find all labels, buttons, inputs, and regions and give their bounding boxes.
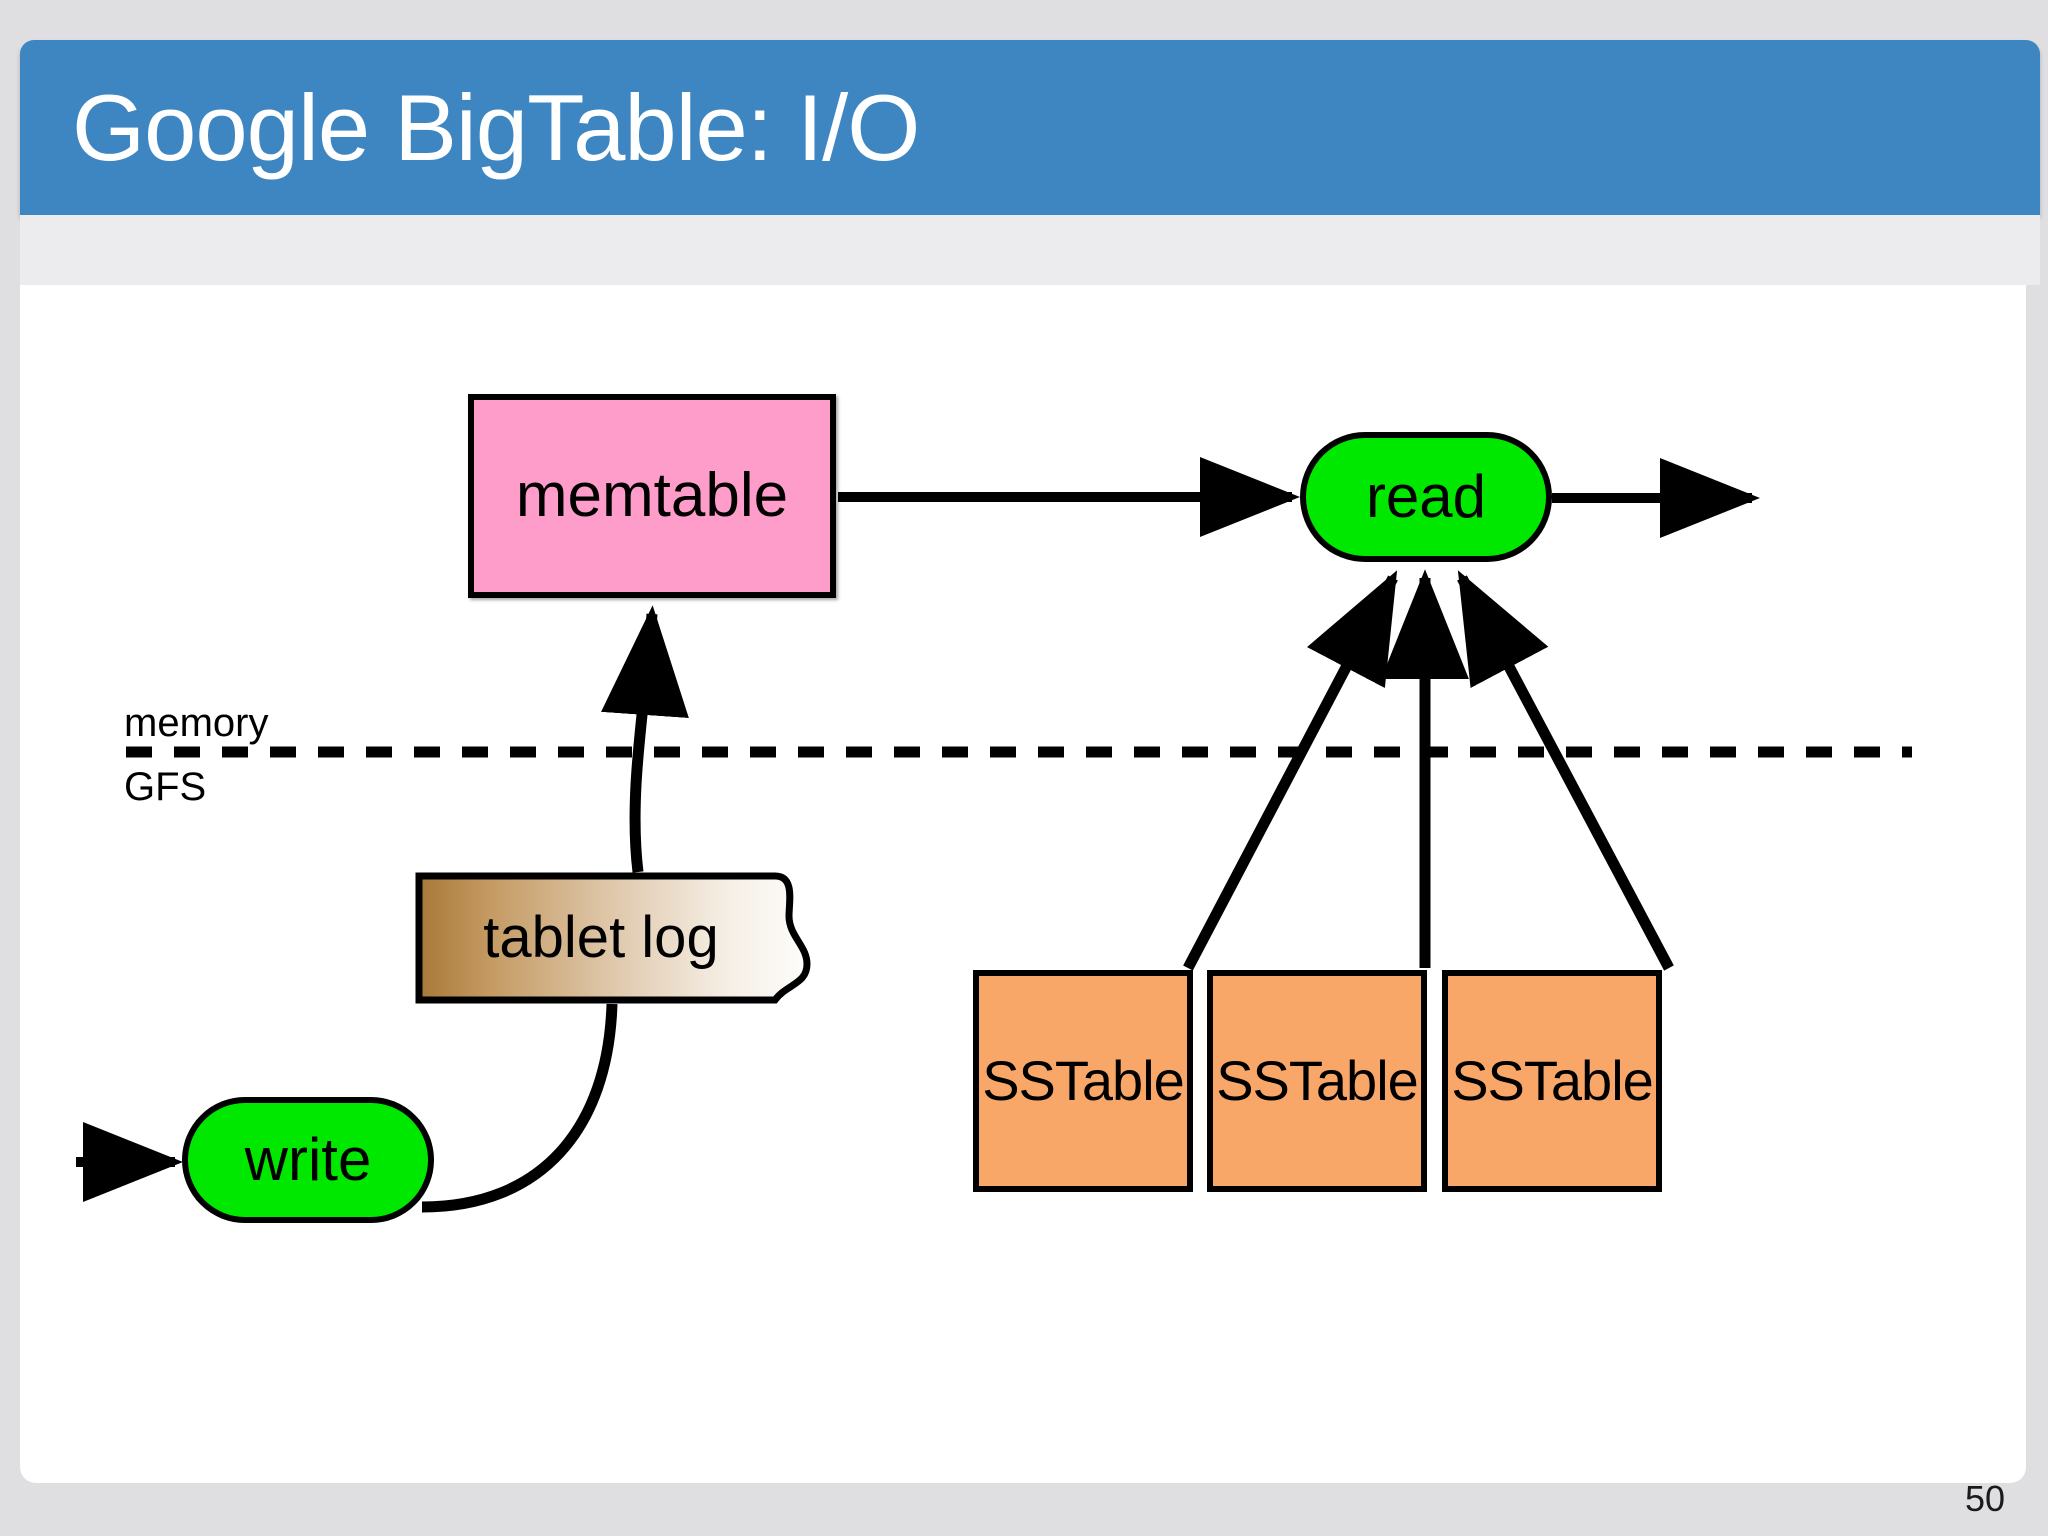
- page-title: Google BigTable: I/O: [72, 74, 920, 180]
- tablet-log-shape[interactable]: [415, 872, 815, 1004]
- sstable-box[interactable]: [1207, 970, 1427, 1192]
- sstable-box[interactable]: [973, 970, 1193, 1192]
- slide-content-area: [20, 285, 2026, 1483]
- slide-page-number: 50: [1964, 1478, 2006, 1519]
- read-label: read: [1365, 463, 1487, 530]
- sstable-label: SSTable: [1451, 1049, 1654, 1112]
- slide-title-bar: Google BigTable: I/O: [20, 40, 2040, 215]
- sstable-label: SSTable: [982, 1049, 1185, 1112]
- title-underband: [20, 215, 2040, 285]
- memtable-box[interactable]: [468, 394, 836, 598]
- write-label: write: [244, 1126, 372, 1193]
- tablet-log-label: tablet log: [483, 905, 719, 970]
- sstable-box[interactable]: [1442, 970, 1662, 1192]
- read-node[interactable]: [1300, 432, 1552, 562]
- memtable-label: memtable: [515, 461, 789, 530]
- memory-boundary-label: memory: [124, 701, 269, 745]
- write-node[interactable]: [182, 1097, 434, 1223]
- gfs-boundary-label: GFS: [124, 765, 207, 809]
- sstable-label: SSTable: [1216, 1049, 1419, 1112]
